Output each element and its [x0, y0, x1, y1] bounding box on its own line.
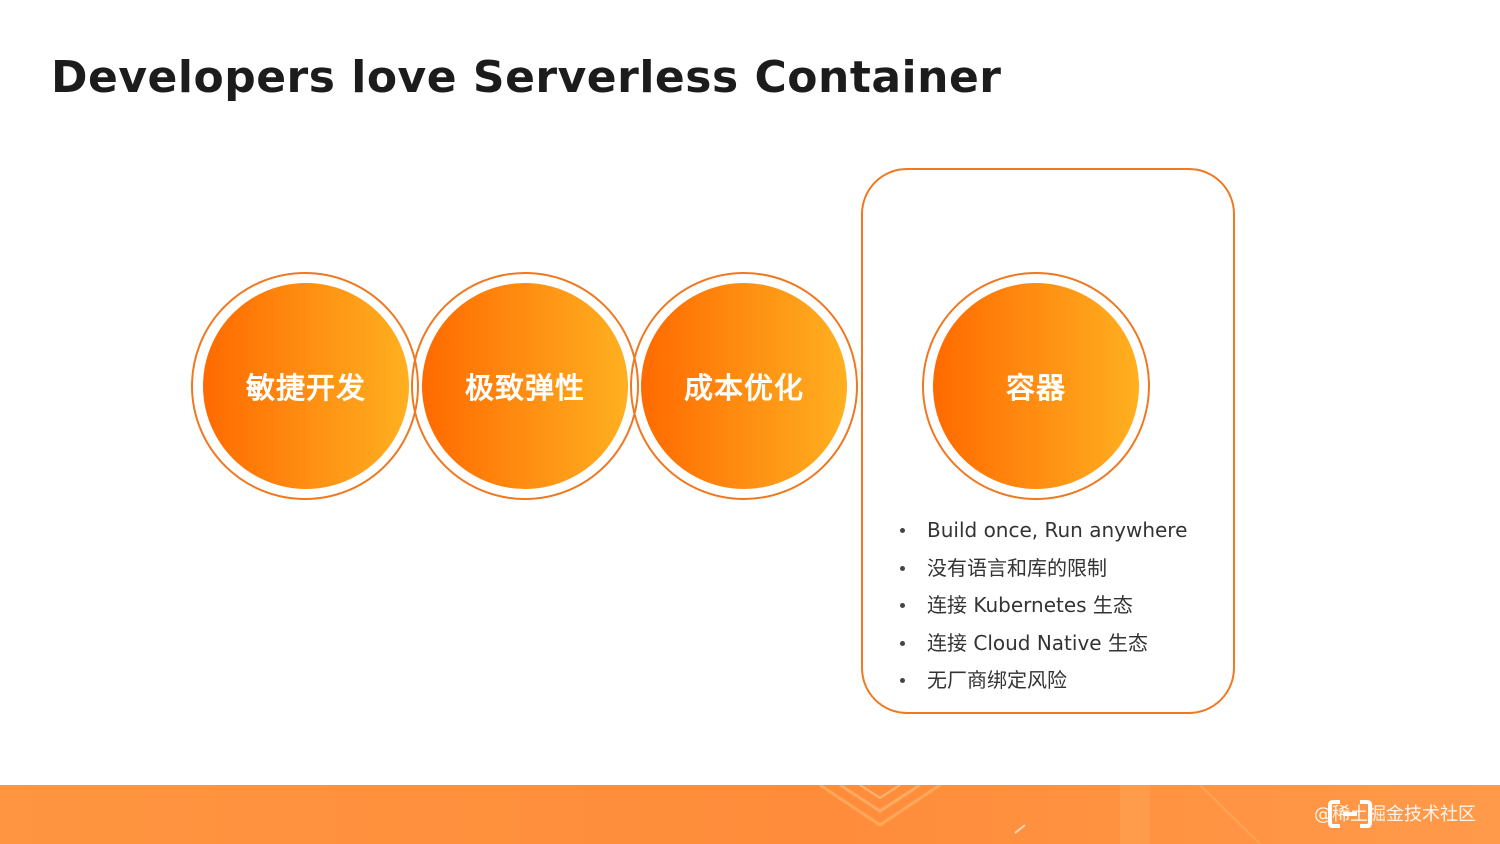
container-feature-list: Build once, Run anywhere 没有语言和库的限制 连接 Ku…: [896, 512, 1187, 700]
bullet-text: 连接 Cloud Native 生态: [927, 630, 1148, 655]
circle-cost-optimization: 成本优化: [641, 283, 847, 489]
bullet-text: 无厂商绑定风险: [927, 668, 1067, 692]
circle-ring-container: [922, 272, 1150, 500]
list-item: 连接 Cloud Native 生态: [896, 625, 1187, 663]
container-panel: [861, 168, 1235, 714]
bullet-dot-icon: [900, 678, 905, 683]
footer-watermark: @稀土掘金技术社区: [1314, 804, 1476, 825]
circle-label: 成本优化: [683, 371, 804, 405]
bullet-dot-icon: [900, 528, 905, 533]
bullet-dot-icon: [900, 603, 905, 608]
bullet-text: 没有语言和库的限制: [927, 555, 1107, 580]
list-item: 没有语言和库的限制: [896, 550, 1187, 588]
bullet-dot-icon: [900, 640, 905, 646]
list-item: Build once, Run anywhere: [896, 512, 1187, 550]
circle-label: 极致弹性: [464, 371, 585, 405]
circle-agile-development: 敏捷开发: [203, 283, 409, 489]
footer-chevron-decoration-icon: [819, 785, 1261, 844]
bullet-text: 连接 Kubernetes 生态: [927, 593, 1133, 617]
bullet-text: Build once, Run anywhere: [927, 518, 1188, 542]
circle-label: 敏捷开发: [245, 371, 366, 405]
circle-container: 容器: [933, 283, 1139, 489]
circle-label: 容器: [1005, 371, 1066, 405]
bullet-dot-icon: [900, 565, 905, 571]
footer-band: @稀土掘金技术社区: [0, 785, 1500, 844]
aliyun-logo-icon: [1328, 800, 1372, 828]
circle-extreme-elasticity: 极致弹性: [422, 283, 628, 489]
list-item: 无厂商绑定风险: [896, 662, 1187, 700]
circle-ring-cost: [630, 272, 858, 500]
slide-title: Developers love Serverless Container: [51, 52, 1002, 103]
list-item: 连接 Kubernetes 生态: [896, 587, 1187, 625]
